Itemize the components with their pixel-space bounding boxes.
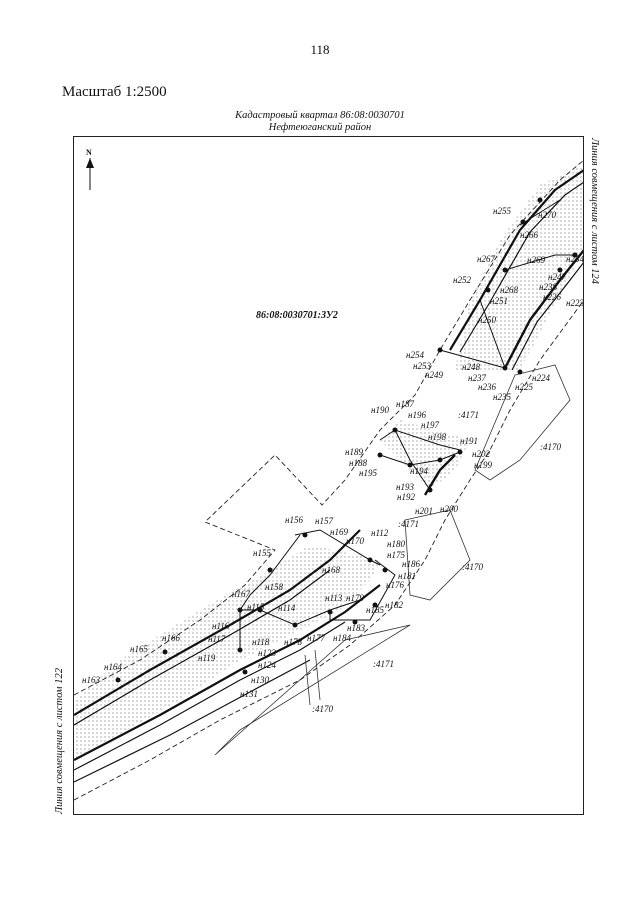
point-label: н167 — [232, 589, 250, 599]
vertex-markers — [115, 197, 578, 683]
point-label: н250 — [478, 315, 496, 325]
parcel-label: :4171 — [398, 519, 419, 529]
point-label: н238 — [539, 282, 557, 292]
parcel-label: :4170 — [312, 704, 333, 714]
point-label: н202 — [472, 449, 490, 459]
point-label: н254 — [406, 350, 424, 360]
point-label: н234 — [566, 254, 584, 264]
point-label: н175 — [387, 550, 405, 560]
point-label: н124 — [258, 660, 276, 670]
point-label: н182 — [385, 600, 403, 610]
district-caption: Нефтеюганский район — [268, 122, 372, 133]
point-label: н115 — [247, 602, 265, 612]
point-label: н255 — [493, 206, 511, 216]
point-label: н236 — [478, 382, 496, 392]
point-label: н197 — [421, 420, 439, 430]
point-label: н185 — [366, 605, 384, 615]
map-frame — [73, 136, 584, 815]
point-label: н164 — [104, 662, 122, 672]
point-label: н180 — [387, 539, 405, 549]
north-arrow-icon: N — [86, 148, 94, 190]
point-label: н130 — [251, 675, 269, 685]
point-label: н176 — [386, 580, 404, 590]
parcel-label: :4170 — [462, 562, 483, 572]
point-label: н184 — [333, 633, 351, 643]
point-label: н196 — [408, 410, 426, 420]
point-label: н249 — [425, 370, 443, 380]
point-label: н269 — [527, 255, 545, 265]
point-label: н112 — [371, 528, 389, 538]
map-drawing: :4171 :4170 :4171 :4170 :4171 :4170 86:0… — [74, 148, 584, 801]
point-label: н177 — [307, 633, 325, 643]
point-label: н118 — [252, 637, 270, 647]
point-label: н248 — [462, 362, 480, 372]
point-label: н170 — [346, 536, 364, 546]
dashed-boundary-right — [74, 300, 583, 801]
point-label: н194 — [410, 466, 428, 476]
point-label: н165 — [130, 644, 148, 654]
point-label: н192 — [397, 492, 415, 502]
point-label: н226 — [543, 292, 561, 302]
point-label: н169 — [330, 527, 348, 537]
point-label: н251 — [490, 296, 508, 306]
point-label: н158 — [265, 582, 283, 592]
point-label: н114 — [278, 603, 296, 613]
cadastral-block-caption: Кадастровый квартал 86:08:0030701 — [235, 110, 405, 121]
point-label: н190 — [371, 405, 389, 415]
point-label: н163 — [82, 675, 100, 685]
point-label: н201 — [415, 506, 433, 516]
point-label: н193 — [396, 482, 414, 492]
point-label: н168 — [322, 565, 340, 575]
parcel-label: :4171 — [458, 410, 479, 420]
point-label: н191 — [460, 436, 478, 446]
point-label: н119 — [198, 653, 216, 663]
point-label: н247 — [548, 272, 566, 282]
adjacent-parcels — [214, 364, 571, 756]
point-label: н268 — [500, 285, 518, 295]
point-label: н181 — [398, 571, 416, 581]
point-label: н223 — [566, 298, 584, 308]
parcel-label: :4171 — [373, 659, 394, 669]
point-label: н155 — [253, 548, 271, 558]
point-label: н270 — [538, 210, 556, 220]
point-label: н157 — [315, 516, 333, 526]
point-label: н131 — [240, 689, 258, 699]
page-number: 118 — [310, 42, 330, 57]
point-label: н179 — [346, 593, 364, 603]
zone-label: 86:08:0030701:ЗУ2 — [256, 310, 338, 321]
parcel-label: :4170 — [540, 442, 561, 452]
dashed-boundary-left — [74, 160, 583, 696]
point-label: н113 — [325, 593, 343, 603]
point-label: н200 — [440, 504, 458, 514]
point-label: н195 — [359, 468, 377, 478]
point-label: н183 — [347, 623, 365, 633]
point-label: н178 — [284, 637, 302, 647]
point-label: н186 — [402, 559, 420, 569]
point-label: н116 — [212, 621, 230, 631]
point-label: н266 — [520, 230, 538, 240]
point-label: н188 — [349, 458, 367, 468]
point-label: н225 — [515, 382, 533, 392]
point-label: н237 — [468, 373, 486, 383]
point-label: н267 — [477, 254, 495, 264]
north-label: N — [86, 148, 92, 157]
point-label: н189 — [345, 447, 363, 457]
point-label: н252 — [453, 275, 471, 285]
point-label: н117 — [208, 634, 226, 644]
point-label: н224 — [532, 373, 550, 383]
zone-south — [74, 545, 380, 760]
point-label: н166 — [162, 633, 180, 643]
point-label: н235 — [493, 392, 511, 402]
point-label: н123 — [258, 648, 276, 658]
scale-label: Масштаб 1:2500 — [62, 84, 167, 100]
zone-middle — [380, 420, 470, 490]
point-label: н198 — [428, 432, 446, 442]
point-label: н156 — [285, 515, 303, 525]
point-label: н199 — [474, 460, 492, 470]
point-label: н253 — [413, 361, 431, 371]
point-label: н187 — [396, 399, 414, 409]
